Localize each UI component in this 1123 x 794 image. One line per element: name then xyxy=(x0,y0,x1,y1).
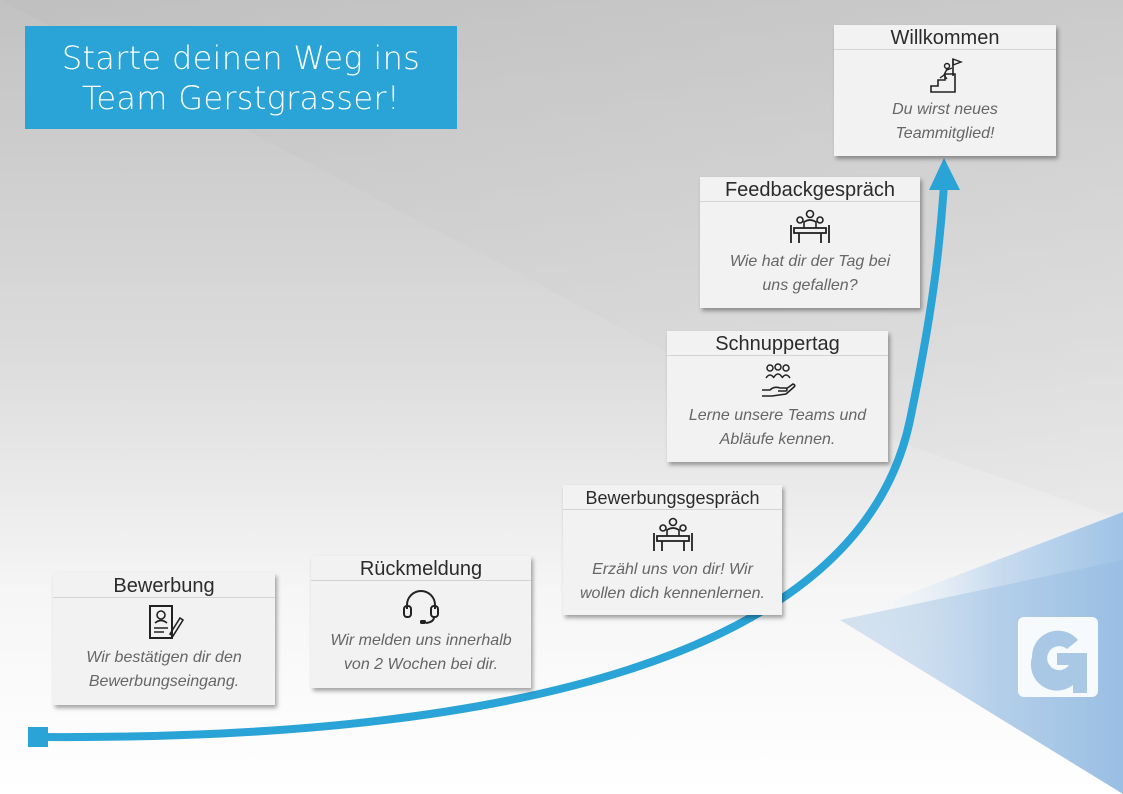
step-desc-line-2: Abläufe kennen. xyxy=(719,431,836,448)
step-desc-line-2: Teammitglied! xyxy=(895,125,995,142)
arrow-head xyxy=(929,158,960,190)
step-desc-line-2: uns gefallen? xyxy=(762,277,858,294)
step-desc-line-1: Wie hat dir der Tag bei xyxy=(729,253,891,270)
step-description: Wir melden uns innerhalb von 2 Wochen be… xyxy=(311,629,531,677)
step-title: Bewerbungsgespräch xyxy=(563,485,782,510)
team-hand-icon xyxy=(761,363,796,397)
step-title: Rückmeldung xyxy=(311,556,531,581)
summit-flag-icon xyxy=(930,57,963,93)
step-desc-line-1: Du wirst neues xyxy=(892,101,998,118)
arrow-curve xyxy=(39,184,948,742)
step-description: Erzähl uns von dir! Wir wollen dich kenn… xyxy=(563,558,782,606)
step-desc-line-1: Wir bestätigen dir den xyxy=(86,649,242,666)
step-card-schnuppertag: Schnuppertag Lerne unsere Teams und Ablä… xyxy=(667,331,888,462)
headset-icon xyxy=(403,590,439,624)
application-document-icon xyxy=(149,605,184,639)
meeting-table-icon xyxy=(790,209,830,243)
meeting-table-icon xyxy=(652,517,693,551)
title-line-1: Starte deinen Weg ins xyxy=(61,38,421,77)
step-description: Du wirst neues Teammitglied! xyxy=(834,98,1056,146)
step-desc-line-2: von 2 Wochen bei dir. xyxy=(343,656,499,673)
step-card-bewerbungsgespraech: Bewerbungsgespräch Erzähl uns von dir! W… xyxy=(563,485,782,615)
step-card-willkommen: Willkommen Du wirst neues Teammitglied! xyxy=(834,25,1056,156)
title-banner: Starte deinen Weg ins Team Gerstgrasser! xyxy=(25,26,457,129)
company-logo xyxy=(1018,617,1098,697)
step-desc-line-1: Wir melden uns innerhalb xyxy=(330,632,512,649)
step-description: Lerne unsere Teams und Abläufe kennen. xyxy=(667,404,888,452)
step-description: Wie hat dir der Tag bei uns gefallen? xyxy=(700,250,920,298)
step-desc-line-1: Erzähl uns von dir! Wir xyxy=(592,561,753,578)
step-desc-line-1: Lerne unsere Teams und xyxy=(688,407,867,424)
step-title: Feedbackgespräch xyxy=(700,177,920,202)
step-title: Schnuppertag xyxy=(667,331,888,356)
step-title: Willkommen xyxy=(834,25,1056,50)
step-desc-line-2: Bewerbungseingang. xyxy=(88,673,240,690)
step-card-rueckmeldung: Rückmeldung Wir melden uns innerhalb von… xyxy=(311,556,531,688)
step-card-feedbackgespraech: Feedbackgespräch Wie hat dir der Tag bei… xyxy=(700,177,920,308)
arrow-start-marker xyxy=(28,727,48,747)
step-title: Bewerbung xyxy=(53,573,275,598)
step-desc-line-2: wollen dich kennenlernen. xyxy=(579,585,765,602)
step-card-bewerbung: Bewerbung Wir bestätigen dir den Bewerbu… xyxy=(53,573,275,705)
title-line-2: Team Gerstgrasser! xyxy=(81,78,400,117)
step-description: Wir bestätigen dir den Bewerbungseingang… xyxy=(53,646,275,694)
